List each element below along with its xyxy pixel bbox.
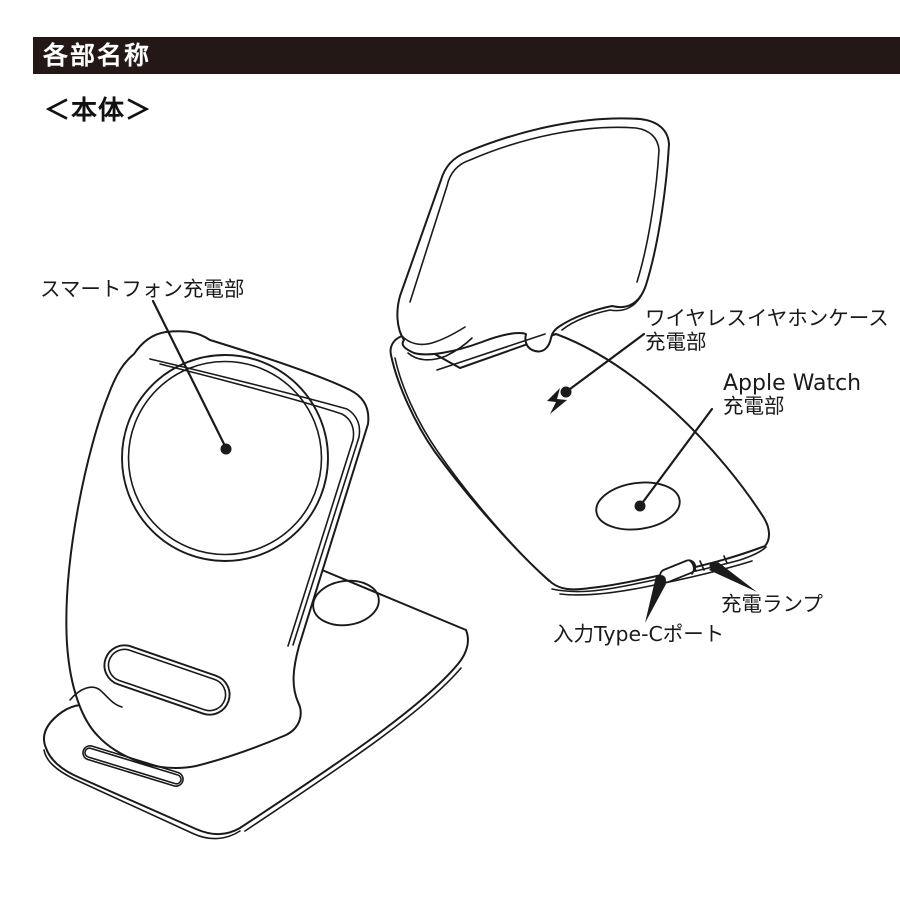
stand-base-watch-circle: [312, 579, 380, 627]
earphone-target-dot: [560, 386, 572, 398]
stand-panel-slot: [103, 644, 231, 716]
section-header-bar: 各部名称: [33, 37, 900, 74]
label-charge-lamp: 充電ランプ: [721, 592, 823, 616]
leader-line-apple-watch: [634, 407, 714, 512]
device-open-view-illustration: [389, 117, 770, 596]
lightning-bolt-icon: [547, 388, 567, 414]
hinge-fold-curl-1: [400, 326, 466, 346]
device-stand-view-illustration: [43, 330, 469, 840]
smartphone-target-dot: [220, 443, 232, 455]
watch-charging-circle: [595, 481, 681, 531]
label-apple-watch-line1: Apple Watch: [723, 371, 861, 396]
smartphone-charging-pad-outer: [121, 354, 329, 562]
leader-wedge-charge-lamp: [709, 562, 757, 592]
stand-panel-rim-line-1: [149, 358, 361, 646]
leader-line-smartphone: [151, 299, 232, 455]
hinge-fold-curl-2: [407, 337, 473, 361]
typec-port-cap-line: [689, 560, 695, 575]
edge-seam-tick-3: [723, 555, 728, 564]
label-earphone-charging-line1: ワイヤレスイヤホンケース: [645, 306, 889, 330]
edge-seam-tick-2: [692, 562, 697, 572]
label-apple-watch-line2: 充電部: [723, 394, 785, 418]
stand-base-bottom-edge-line: [43, 749, 241, 840]
stand-base-front-ridge: [82, 745, 184, 787]
typec-port: [659, 559, 697, 584]
stand-base-front-right-edge-line: [244, 667, 462, 832]
edge-seam-tick-1: [699, 560, 705, 571]
open-view-flap: [396, 117, 670, 356]
page-title: 各部名称: [43, 41, 152, 70]
open-view-flap-inner-rim: [409, 126, 660, 303]
leader-line-earphone: [560, 332, 646, 398]
label-typec-port: 入力Type-Cポート: [553, 622, 724, 646]
label-smartphone-charging: スマートフォン充電部: [40, 277, 244, 301]
smartphone-charging-pad-inner: [127, 360, 323, 556]
hinge-crease-line: [436, 333, 546, 371]
label-earphone-charging-line2: 充電部: [645, 330, 707, 354]
stand-panel: [65, 330, 370, 769]
open-view-flap-bottom-rim: [561, 289, 645, 331]
stand-foot-notch-curve: [69, 686, 123, 708]
leader-wedge-typec: [645, 575, 666, 623]
body-section-label: ＜本体＞: [44, 96, 153, 126]
open-view-base-left-edge-line: [394, 357, 550, 582]
stand-panel-rim-line-2: [159, 363, 355, 647]
open-view-base: [389, 333, 770, 591]
apple-watch-target-dot: [634, 500, 646, 512]
typec-target-dot: [656, 575, 666, 585]
